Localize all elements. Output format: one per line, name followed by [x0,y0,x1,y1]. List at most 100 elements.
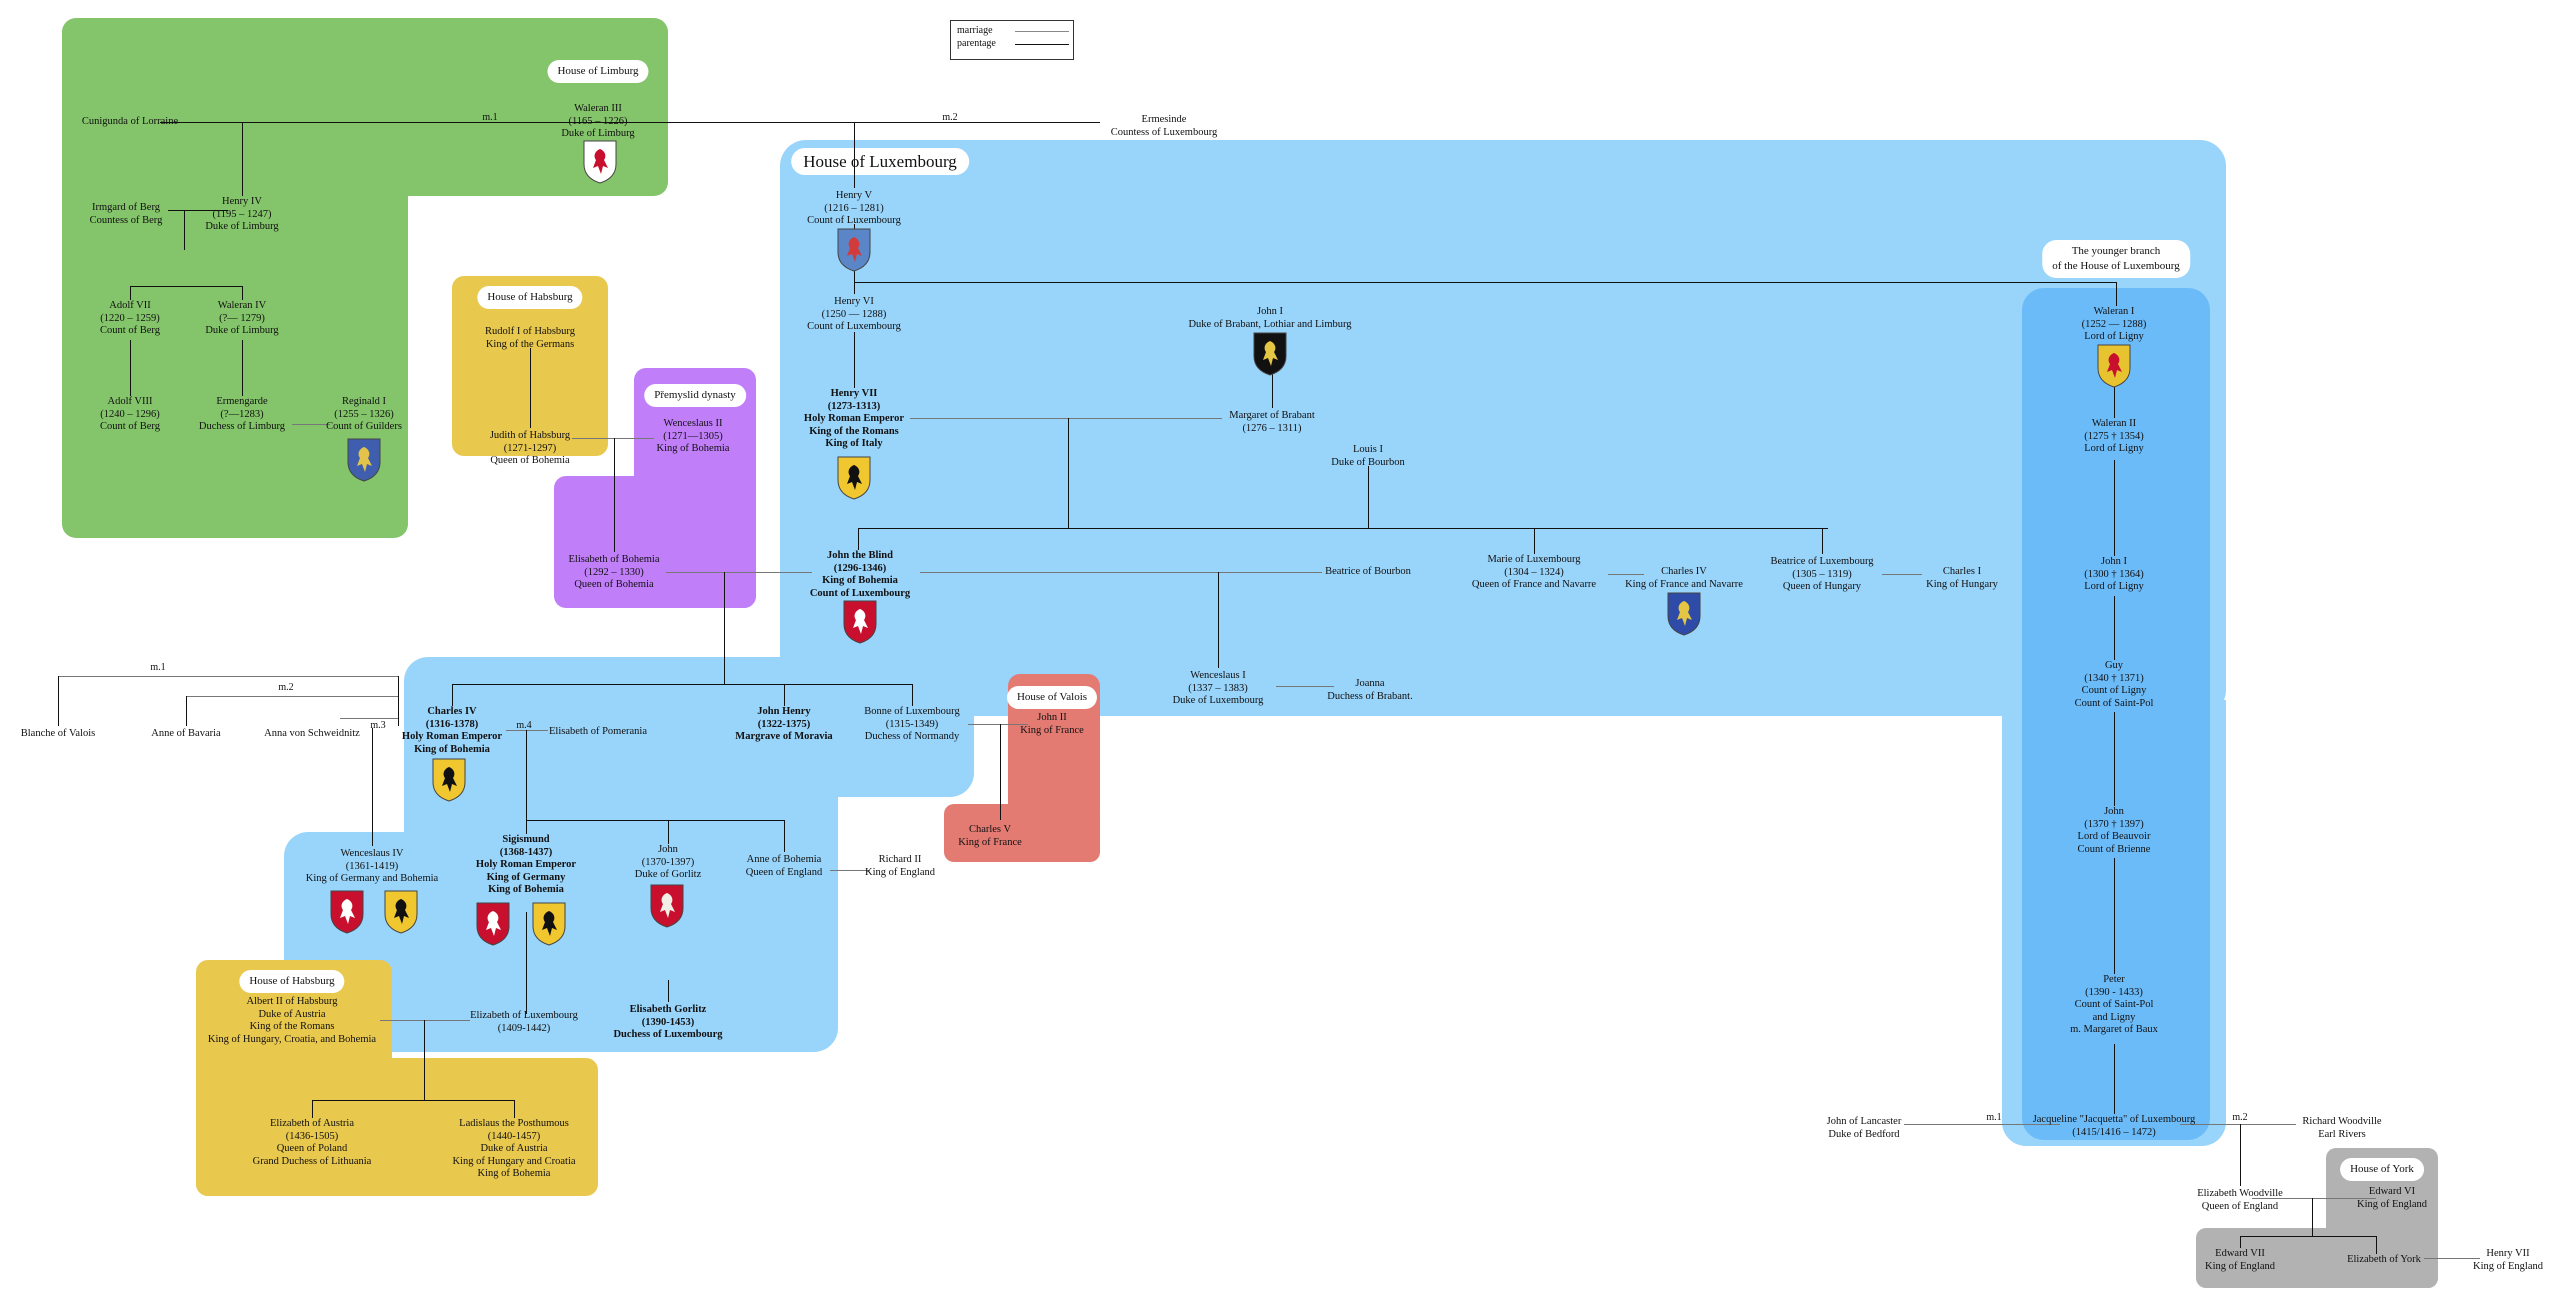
person-line: Elisabeth of Pomerania [549,726,647,737]
connector-h [920,572,1322,573]
person-line: Count of Brienne [2077,843,2151,855]
connector-v [912,684,913,706]
person-line: Sigismund [502,834,550,845]
person-line: King of England [2357,1198,2427,1210]
house-york-region-lower [2196,1228,2438,1288]
bohemian-lion-icon [330,890,364,934]
limburg-lion-icon [583,140,617,184]
person-line: Queen of Hungary [1782,581,1862,592]
person-line: Queen of England [2201,1200,2279,1212]
person-waleran1-ligny: Waleran I(1252 — 1288)Lord of Ligny [2082,306,2147,344]
connector-v [130,286,131,300]
connector-h [1882,574,1922,575]
connector-h [2180,1124,2296,1125]
connector-v [58,676,59,726]
connector-h [858,528,1828,529]
person-line: Holy Roman Emperor [401,731,503,742]
person-line: (1220 – 1259) [100,312,160,324]
person-line: Lord of Ligny [2084,443,2144,454]
person-line: (1390-1453) [641,1016,695,1028]
person-line: Duke of Austria [480,1143,548,1154]
person-line: King of France and Navarre [1625,578,1743,590]
person-line: Duke of Limburg [205,221,279,232]
person-line: Duchess of Normandy [864,731,960,742]
person-line: Queen of Poland [276,1143,348,1154]
person-ermengarde: Ermengarde(?—1283)Duchess of Limburg [199,396,285,434]
connector-v [1822,528,1823,554]
connector-h [572,438,654,439]
person-elizabeth-york: Elizabeth of York [2347,1254,2421,1267]
connector-v [2240,1124,2241,1186]
connector-v [1000,724,1001,820]
connector-h [186,696,398,697]
imperial-eagle-icon [432,758,466,802]
connector-v [184,210,185,250]
connector-v [312,1100,313,1118]
person-line: Henry VII [830,388,878,399]
person-line: King of France [958,836,1022,848]
imperial-eagle-icon [532,902,566,946]
connector-h [160,122,560,123]
connector-v [2376,1236,2377,1254]
marriage-label-waleran-m1: m.1 [482,112,498,123]
person-line: John I [1257,306,1283,317]
house-habsburg-bottom-label: House of Habsburg [239,970,345,993]
house-valois-region-lower [944,804,1100,862]
connector-h [910,418,1222,419]
person-line: Margaret of Brabant [1229,410,1315,421]
person-line: Countess of Luxembourg [1110,126,1218,138]
person-line: Elizabeth Woodville [2197,1188,2283,1199]
person-line: (1361-1419) [345,860,399,872]
guelders-lion-icon [347,438,381,482]
person-line: Count of Ligny [2081,685,2147,696]
luxembourg-lion-icon [837,228,871,272]
person-line: Count of Berg [100,325,160,336]
person-line: m. Margaret of Baux [2070,1024,2158,1035]
person-line: (1337 – 1383) [1188,682,1248,694]
connector-v [242,286,243,300]
person-line: Duke of Brabant, Lothiar and Limburg [1188,318,1352,330]
person-line: Elisabeth of Bohemia [568,554,660,565]
connector-v [526,730,527,834]
connector-h [1904,1124,2060,1125]
house-limburg-label: House of Limburg [547,60,649,83]
person-line: King of Germany [486,871,566,883]
connector-v [186,696,187,726]
person-line: and Ligny [2092,1011,2136,1023]
connector-h [854,282,2116,283]
connector-v [784,684,785,706]
premyslid-region-lower [554,476,756,608]
connector-v [2240,1236,2241,1248]
person-john-gorlitz: John(1370-1397)Duke of Gorlitz [635,844,701,882]
house-york-label: House of York [2340,1158,2424,1181]
person-henry4: Henry IV(1195 – 1247)Duke of Limburg [205,196,278,234]
connector-v [242,340,243,396]
person-line: Ladislaus the Posthumous [459,1118,569,1129]
person-line: Waleran I [2093,306,2135,317]
bohemia-luxembourg-arms-icon [843,600,877,644]
connector-h [160,122,1100,123]
person-line: Ermengarde [216,396,268,407]
person-line: Elizabeth of Austria [270,1118,354,1129]
younger-branch-region [2022,288,2210,1140]
house-luxembourg-label: House of Luxembourg [791,148,969,175]
connector-h [506,730,548,731]
connector-h [2240,1236,2376,1237]
person-wenceslaus1: Wenceslaus I(1337 – 1383)Duke of Luxembo… [1173,670,1264,708]
person-waleran2-ligny: Waleran II(1275 † 1354)Lord of Ligny [2084,418,2144,456]
person-line: Joanna [1355,678,1385,689]
connector-v [2114,460,2115,556]
person-john-henry: John Henry(1322-1375)Margrave of Moravia [735,706,832,744]
person-line: (1368-1437) [499,846,553,858]
person-line: Guy [2104,660,2124,671]
person-line: Duke of Bedford [1828,1128,1900,1140]
person-line: Richard Woodville [2302,1116,2382,1127]
person-line: Waleran III [574,103,622,114]
